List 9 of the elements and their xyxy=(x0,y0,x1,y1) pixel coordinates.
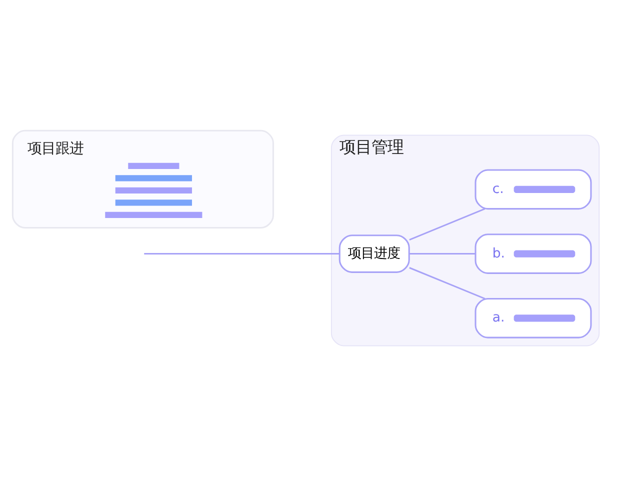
connector xyxy=(144,252,340,254)
connector xyxy=(409,208,486,240)
node-box: 项目进度 xyxy=(338,234,410,272)
node-box: 项目跟进 xyxy=(12,129,274,228)
node-box: c. xyxy=(474,168,592,210)
connector xyxy=(409,266,486,299)
node-box: a. xyxy=(474,297,592,338)
connector xyxy=(409,252,476,254)
node-box: b. xyxy=(474,233,592,274)
